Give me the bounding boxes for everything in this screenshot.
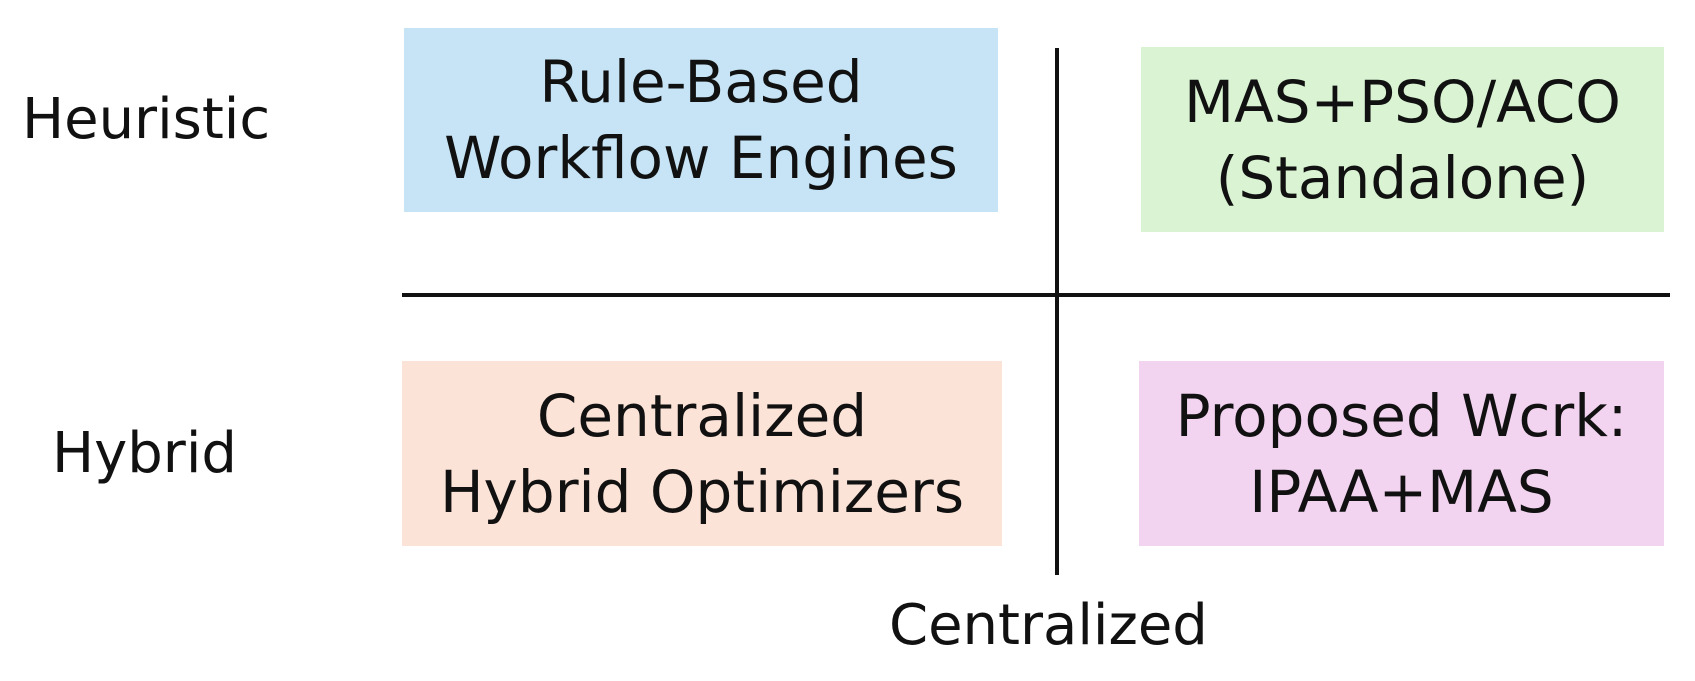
quadrant-box-bottom-left-line2: Hybrid Optimizers bbox=[439, 457, 965, 526]
vertical-axis-line bbox=[1055, 48, 1059, 575]
quadrant-box-bottom-right-line1: Proposed Wcrk: bbox=[1175, 381, 1628, 450]
quadrant-box-top-left-line1: Rule-Based bbox=[539, 48, 863, 116]
quadrant-box-bottom-right-line2: IPAA+MAS bbox=[1249, 457, 1554, 526]
quadrant-box-top-left-line2: Workflow Engines bbox=[444, 124, 958, 192]
quadrant-box-bottom-right: Proposed Wcrk: IPAA+MAS bbox=[1139, 361, 1664, 546]
quadrant-box-top-left: Rule-Based Workflow Engines bbox=[404, 28, 998, 212]
row-label-hybrid: Hybrid bbox=[52, 421, 237, 486]
row-label-heuristic: Heuristic bbox=[22, 87, 271, 152]
horizontal-axis-line bbox=[402, 293, 1670, 297]
quadrant-box-bottom-left: Centralized Hybrid Optimizers bbox=[402, 361, 1002, 546]
quadrant-box-top-right: MAS+PSO/ACO (Standalone) bbox=[1141, 47, 1664, 232]
quadrant-box-bottom-left-line1: Centralized bbox=[536, 381, 868, 450]
quadrant-box-top-right-line2: (Standalone) bbox=[1215, 143, 1590, 212]
quadrant-box-top-right-line1: MAS+PSO/ACO bbox=[1184, 67, 1621, 136]
axis-label-centralized: Centralized bbox=[889, 593, 1208, 658]
